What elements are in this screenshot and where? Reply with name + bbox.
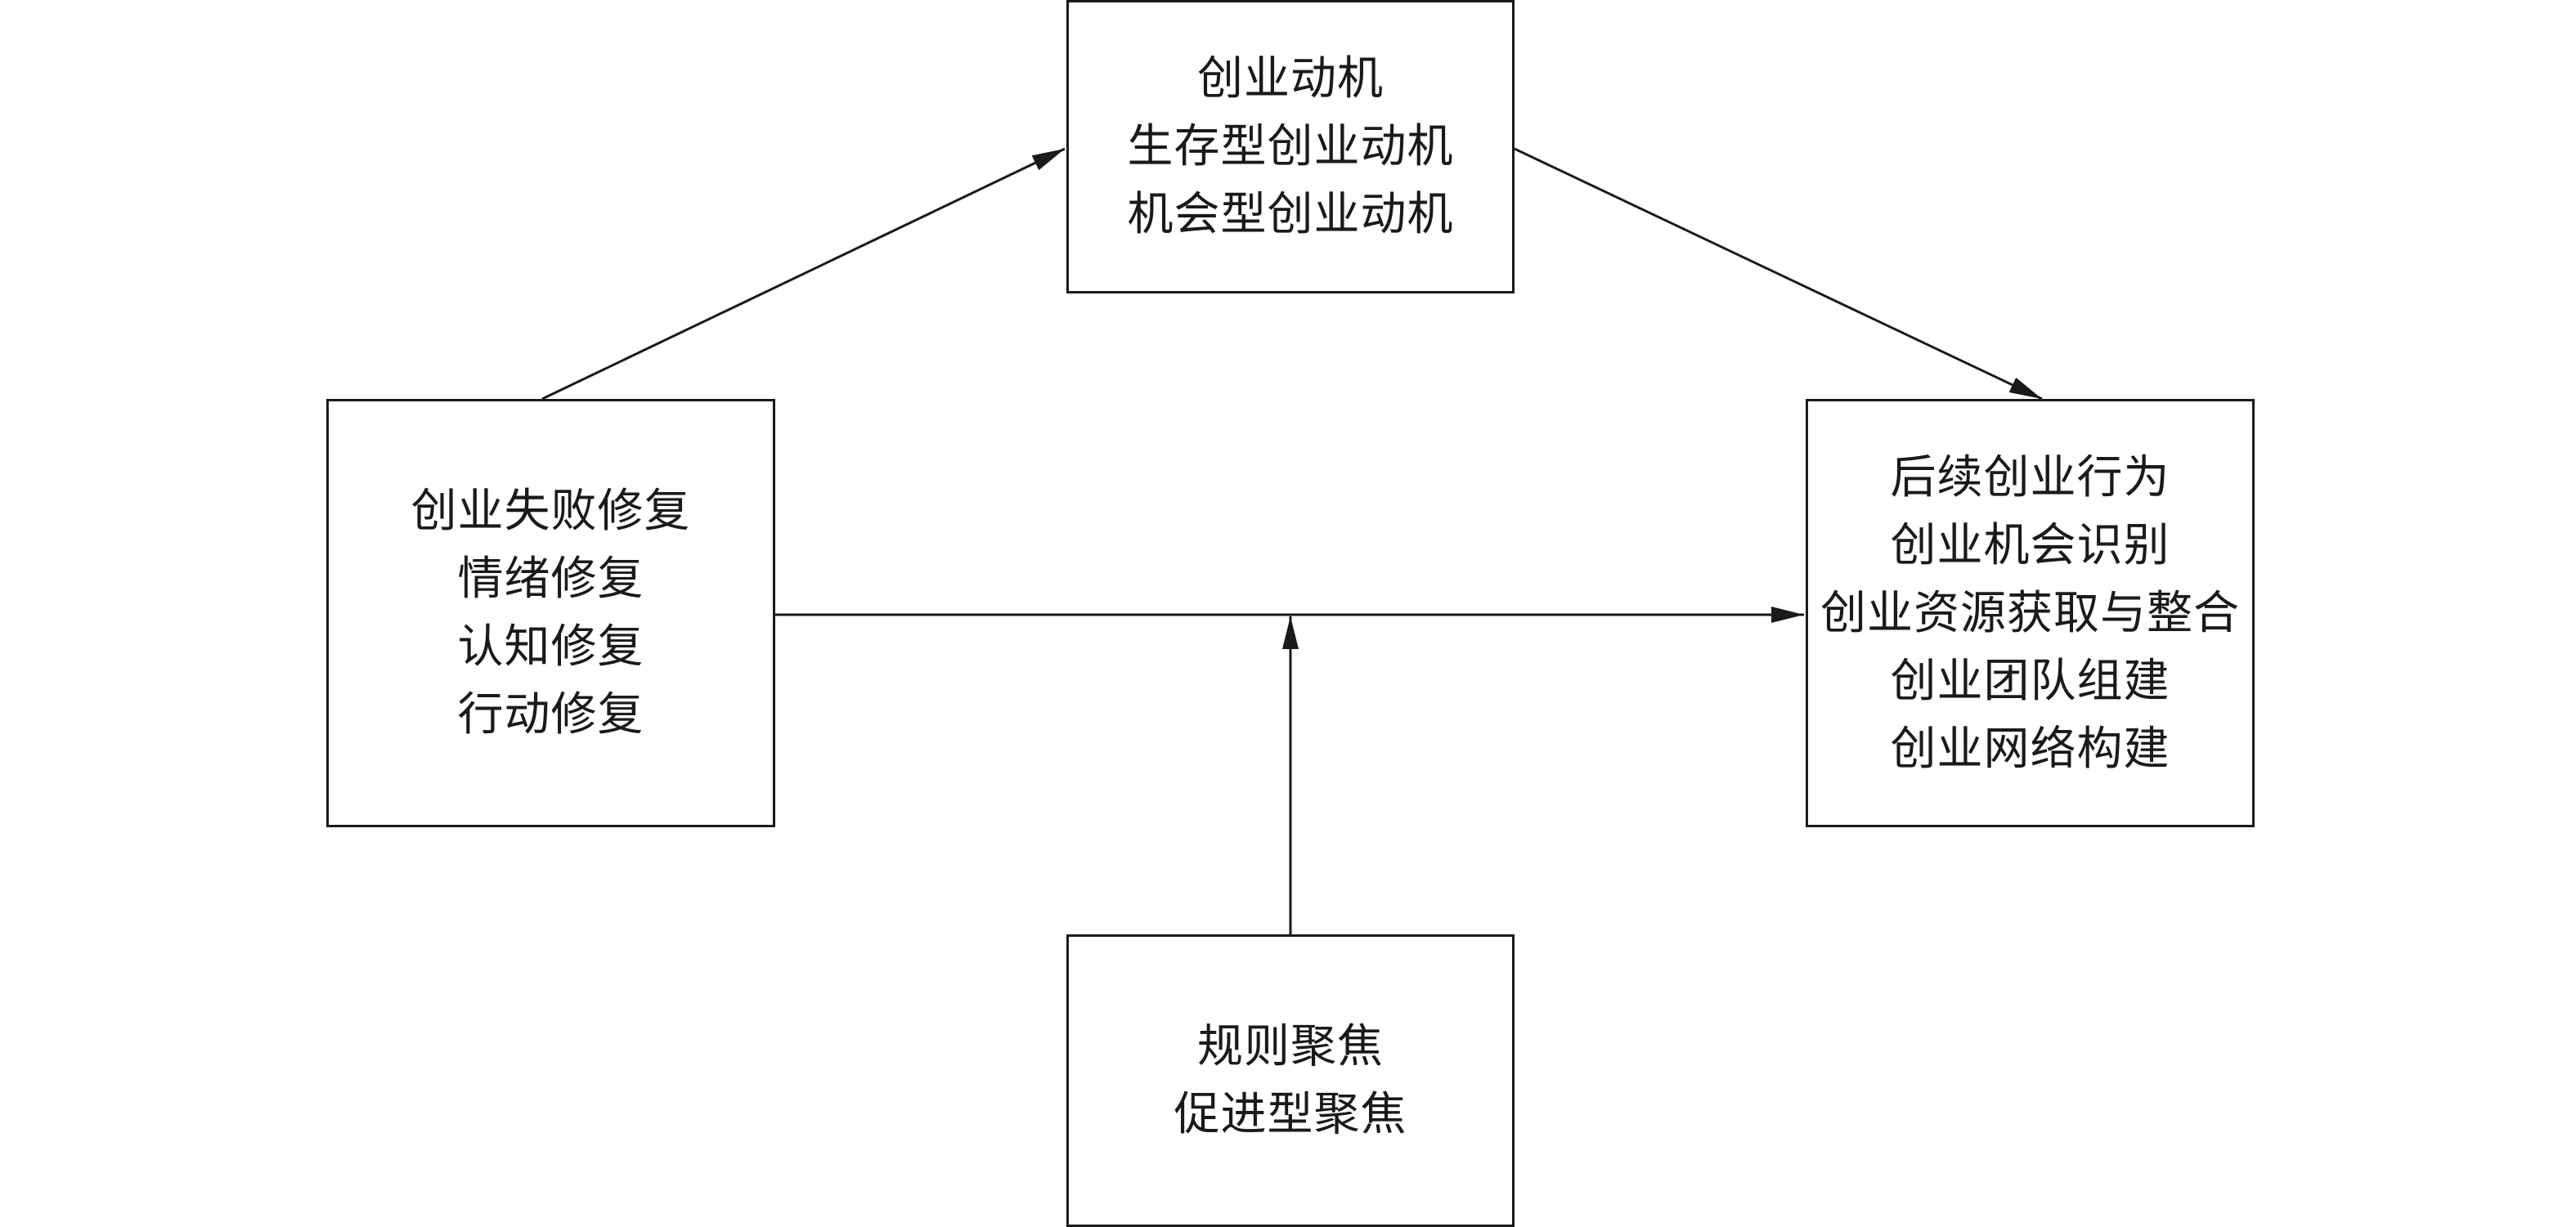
repair-cognitive: 认知修复 — [457, 620, 644, 674]
repair-title: 创业失败修复 — [411, 485, 691, 538]
motivation-survival: 生存型创业动机 — [1127, 120, 1454, 173]
behavior-resource-acquisition: 创业资源获取与整合 — [1820, 586, 2240, 640]
regulatory-focus-box: 规则聚焦 促进型聚焦 — [1066, 934, 1515, 1227]
motivation-title: 创业动机 — [1197, 52, 1384, 105]
behavior-opportunity-recognition: 创业机会识别 — [1890, 518, 2170, 572]
motivation-box: 创业动机 生存型创业动机 机会型创业动机 — [1066, 0, 1515, 293]
behavior-title: 后续创业行为 — [1890, 450, 2170, 504]
focus-title: 规则聚焦 — [1197, 1020, 1384, 1073]
arrow-repair-to-motivation — [541, 147, 1066, 401]
behavior-team-building: 创业团队组建 — [1890, 654, 2170, 708]
motivation-opportunity: 机会型创业动机 — [1127, 188, 1454, 241]
repair-action: 行动修复 — [457, 688, 644, 741]
behavior-network-building: 创业网络构建 — [1890, 722, 2170, 776]
repair-emotional: 情绪修复 — [457, 553, 644, 606]
failure-repair-box: 创业失败修复 情绪修复 认知修复 行动修复 — [326, 399, 775, 827]
arrow-motivation-to-behavior — [1514, 147, 2043, 401]
subsequent-behavior-box: 后续创业行为 创业机会识别 创业资源获取与整合 创业团队组建 创业网络构建 — [1806, 399, 2255, 827]
focus-promotion: 促进型聚焦 — [1174, 1088, 1407, 1141]
